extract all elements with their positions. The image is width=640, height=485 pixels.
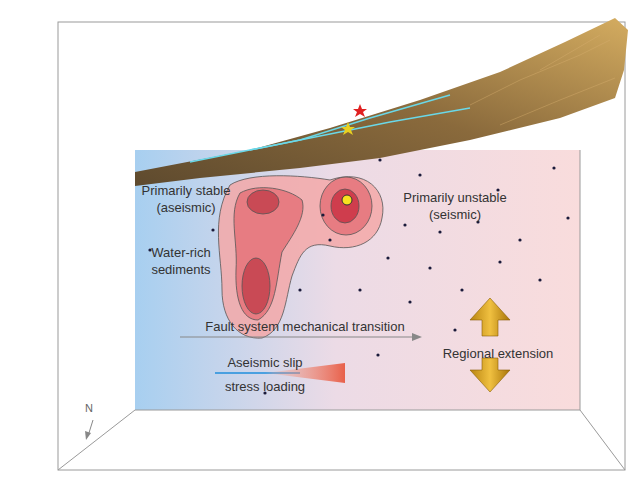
region-label: Regional extension (433, 345, 563, 362)
region-label: N (82, 400, 96, 417)
terrain-texture (470, 35, 615, 125)
transition-arrow (180, 336, 414, 337)
extension-arrow (470, 298, 510, 392)
cross-section (135, 150, 580, 410)
region-label: Water-rich sediments (141, 244, 221, 278)
fault-trace (190, 95, 470, 162)
epicenter-star (353, 104, 367, 117)
epicenter-star (341, 122, 355, 135)
region-label: Primarily stable (aseismic) (134, 182, 238, 216)
arrow-head (412, 333, 422, 341)
region-label: Primarily unstable (seismic) (395, 189, 515, 223)
region-label: Aseismic slip stress loading (215, 351, 315, 399)
seismicity-contours (218, 176, 383, 338)
north-arrow-head (85, 431, 91, 440)
mainshock-marker (342, 195, 352, 205)
terrain-surface (135, 18, 628, 186)
region-label: Fault system mechanical transition (175, 318, 435, 335)
